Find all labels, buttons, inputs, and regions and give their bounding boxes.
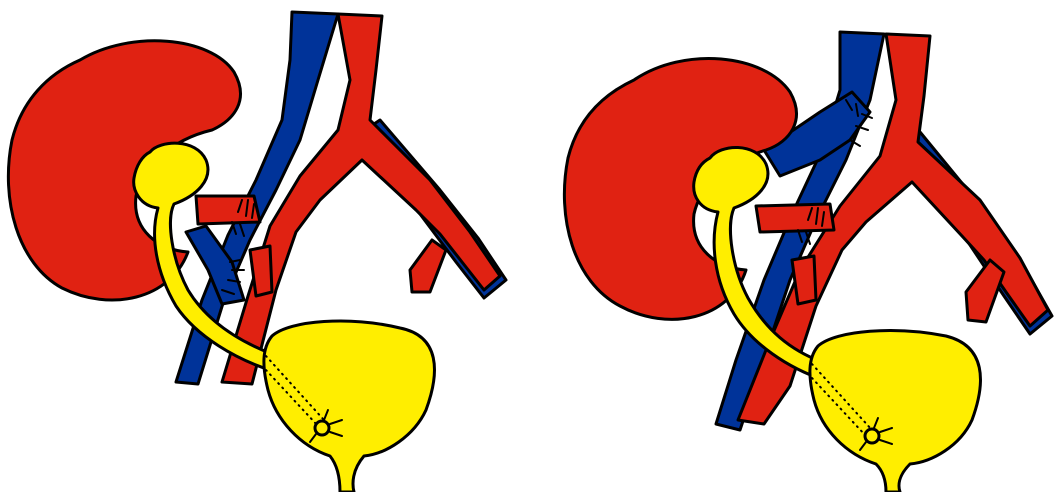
right-bladder	[810, 331, 981, 492]
left-bladder	[264, 321, 435, 492]
left-renal-artery	[196, 196, 260, 224]
right-artery-stub	[792, 256, 816, 304]
right-artery-stub-right	[966, 260, 1004, 322]
right-ureteric-orifice	[865, 429, 879, 443]
right-panel	[564, 32, 1052, 492]
left-ureteric-orifice	[315, 421, 329, 435]
left-artery-stub-right	[410, 240, 446, 292]
left-panel	[8, 12, 506, 492]
